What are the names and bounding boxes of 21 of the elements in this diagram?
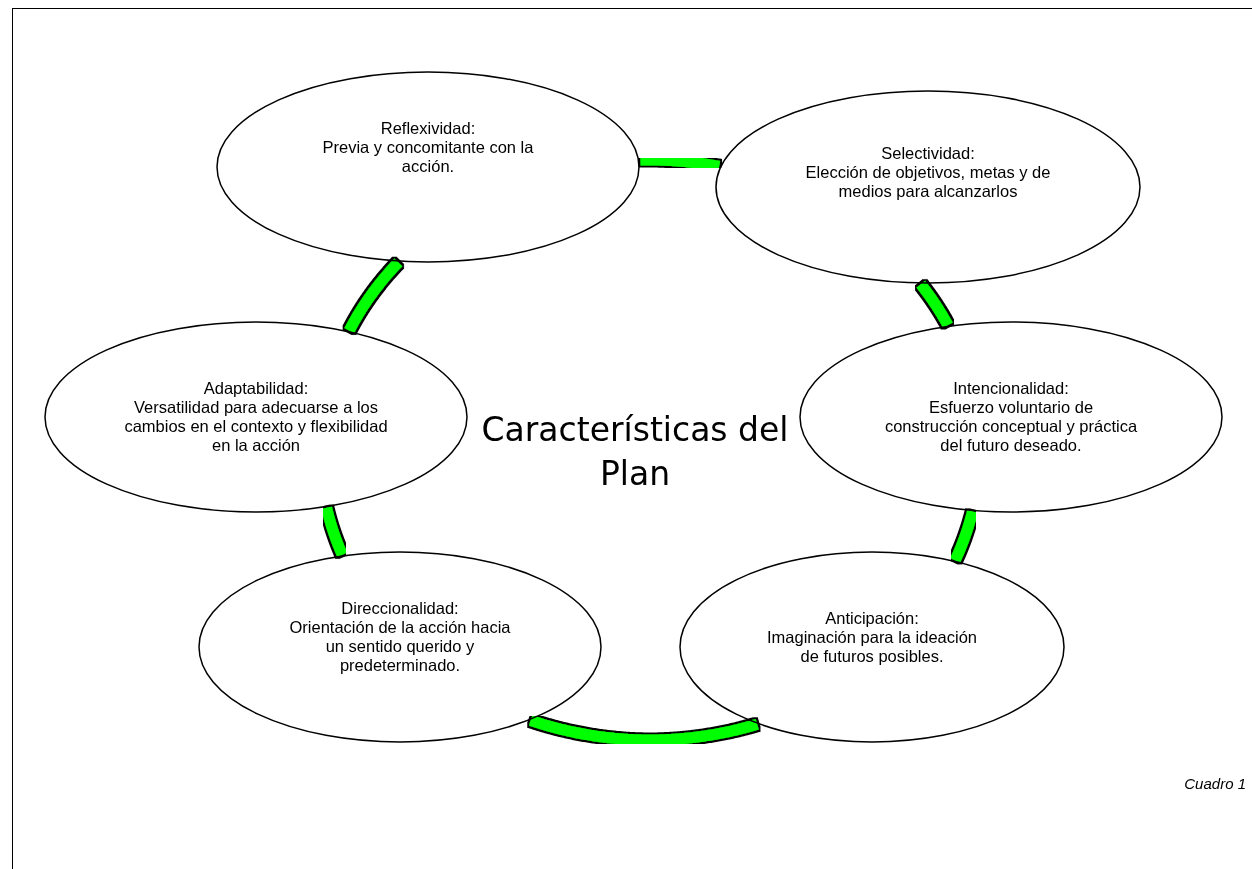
node-description: Esfuerzo voluntario de construcción conceptual y práctica del futuro deseado. <box>883 398 1139 455</box>
ellipse-node <box>198 551 602 743</box>
node-description: Previa y concomitante con la acción. <box>321 137 535 176</box>
node-heading: Intencionalidad: <box>953 379 1069 398</box>
ellipse-node <box>799 321 1223 513</box>
ring-connector <box>526 715 762 746</box>
node-heading: Selectividad: <box>881 143 975 163</box>
node-description: Orientación de la acción hacia un sentido querido y predeterminado. <box>288 618 512 675</box>
node-heading: Adaptabilidad: <box>203 379 309 398</box>
node-heading: Reflexividad: <box>380 118 476 138</box>
diagram-title: Características del Plan <box>480 409 790 495</box>
node-description: Versatilidad para adecuarse a los cambios en el contexto y flexibilidad en la acción <box>123 398 389 455</box>
ellipse-node <box>44 321 468 513</box>
ellipse-node <box>679 551 1065 743</box>
node-description: Elección de objetivos, metas y de medios para alcanzarlos <box>804 162 1052 201</box>
ellipse-node <box>216 71 640 263</box>
node-heading: Anticipación: <box>825 608 919 628</box>
caption: Cuadro 1 <box>1184 775 1246 792</box>
node-heading: Direccionalidad: <box>341 599 459 618</box>
ellipse-node <box>715 90 1141 284</box>
node-description: Imaginación para la ideación de futuros posibles. <box>765 627 979 666</box>
